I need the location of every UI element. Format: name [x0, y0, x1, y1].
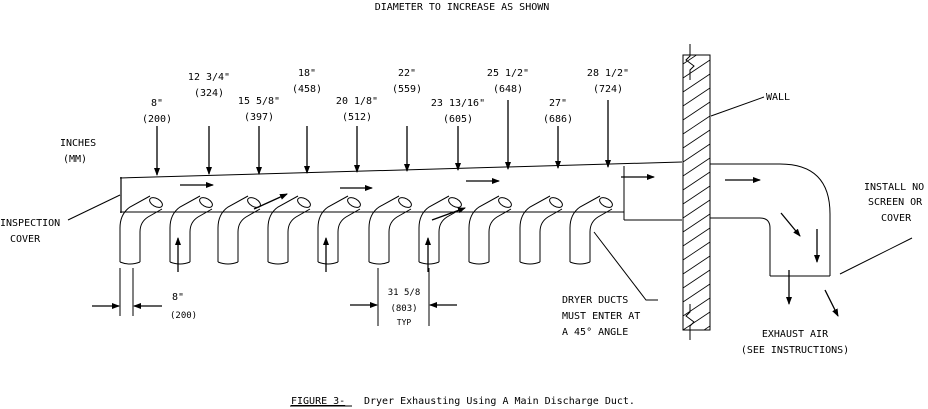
diameter-label-in: 15 5/8": [238, 96, 280, 107]
units-label-mm: (MM): [63, 154, 87, 165]
diameter-label-mm: (324): [194, 88, 224, 99]
spacing-in: 31 5/8: [388, 288, 421, 298]
caption-text: Dryer Exhausting Using A Main Discharge …: [364, 396, 635, 407]
diameter-label-mm: (559): [392, 84, 422, 95]
install-note: COVER: [881, 213, 912, 224]
diameter-label-in: 20 1/8": [336, 96, 378, 107]
diameter-label-mm: (686): [543, 114, 573, 125]
dryer-ducts-leader: [593, 231, 658, 301]
inlet-up-arrows: [175, 237, 431, 272]
caption-figure: FIGURE 3-: [291, 396, 345, 407]
diameter-label-mm: (724): [593, 84, 623, 95]
spacing-mm: (803): [390, 304, 417, 314]
inspection-cover-leader: [67, 194, 121, 221]
diameter-label-in: 22": [398, 68, 416, 79]
diameter-label-mm: (397): [244, 112, 274, 123]
diameter-label-mm: (458): [292, 84, 322, 95]
diameter-label-in: 23 13/16": [431, 98, 485, 109]
dryer-inlet-pipe: [468, 195, 512, 265]
wall: [682, 44, 711, 340]
diameter-label-in: 27": [549, 98, 567, 109]
inspection-cover-label: INSPECTION: [0, 218, 60, 229]
inspection-cover-label: COVER: [10, 234, 41, 245]
install-note-leader: [839, 237, 913, 275]
diameter-label-mm: (512): [342, 112, 372, 123]
dryer-inlet-pipe: [418, 195, 462, 265]
inlet-width-dimension: [92, 268, 162, 316]
exhaust-arrow: [824, 289, 839, 317]
diameter-labels: 8" (200) 12 3/4" (324) 15 5/8" (397) 18"…: [142, 68, 629, 125]
diameter-label-mm: (605): [443, 114, 473, 125]
spacing-dimension: [350, 268, 457, 326]
dryer-inlet-pipe: [217, 195, 261, 265]
spacing-note: TYP: [397, 318, 412, 327]
main-duct: [119, 161, 683, 221]
dryer-inlet-pipe: [569, 195, 613, 265]
exhaust-air-label: (SEE INSTRUCTIONS): [741, 345, 849, 356]
diameter-pointer-arrows: [154, 100, 611, 176]
diameter-label-in: 12 3/4": [188, 72, 230, 83]
diameter-label-in: 25 1/2": [487, 68, 529, 79]
diameter-label-mm: (200): [142, 114, 172, 125]
diameter-label-in: 28 1/2": [587, 68, 629, 79]
inlet-width-mm: (200): [170, 311, 197, 321]
dryer-ducts-note: DRYER DUCTS: [562, 295, 628, 306]
dryer-inlet-pipe: [519, 195, 563, 265]
exhaust-elbow: [710, 163, 831, 277]
dryer-inlet-pipe: [169, 195, 213, 265]
wall-label: WALL: [766, 92, 790, 103]
dryer-inlet-pipes: [119, 195, 613, 265]
diameter-label-in: 18": [298, 68, 316, 79]
wall-leader: [710, 96, 765, 117]
flow-arrow: [780, 212, 801, 237]
dryer-inlet-pipe: [317, 195, 361, 265]
dryer-inlet-pipe: [119, 195, 163, 265]
diameter-label-mm: (648): [493, 84, 523, 95]
install-note: INSTALL NO: [864, 182, 924, 193]
units-label-inches: INCHES: [60, 138, 96, 149]
header-note: DIAMETER TO INCREASE AS SHOWN: [375, 2, 550, 13]
dryer-ducts-note: A 45° ANGLE: [562, 327, 628, 338]
inlet-width-in: 8": [172, 292, 184, 303]
install-note: SCREEN OR: [868, 197, 923, 208]
exhaust-air-label: EXHAUST AIR: [762, 329, 829, 340]
diameter-label-in: 8": [151, 98, 163, 109]
dryer-ducts-note: MUST ENTER AT: [562, 311, 640, 322]
dryer-inlet-pipe: [368, 195, 412, 265]
dryer-inlet-pipe: [267, 195, 311, 265]
